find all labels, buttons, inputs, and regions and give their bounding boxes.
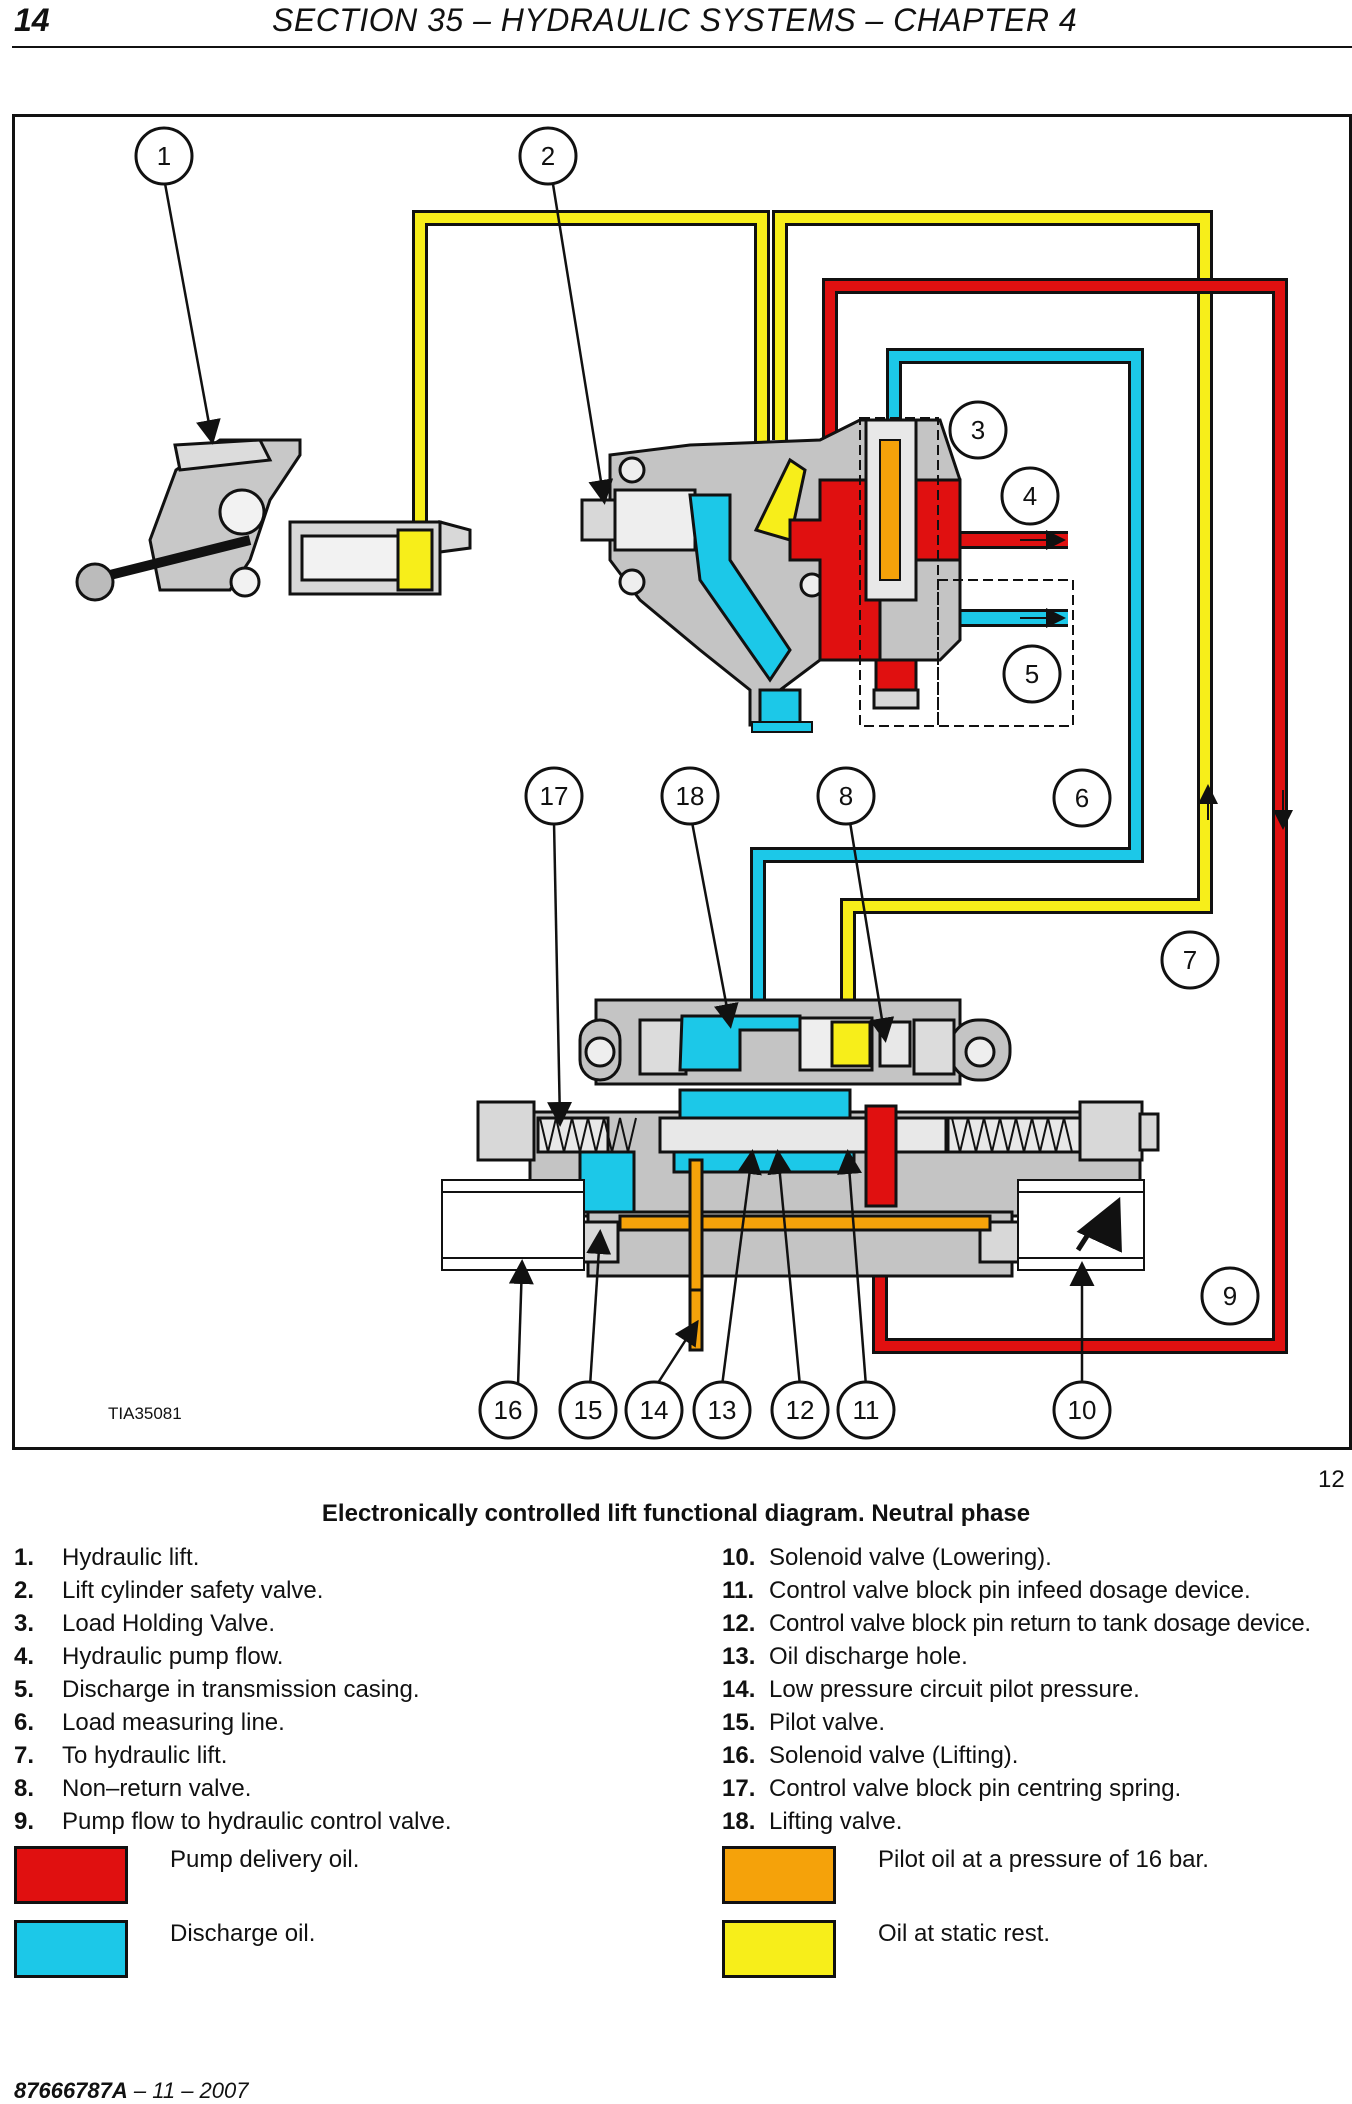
- swatch-static-oil: [722, 1920, 836, 1978]
- callout-label: 4: [1023, 481, 1037, 511]
- lightning-symbol: [1075, 1196, 1122, 1253]
- legend-right: 10.Solenoid valve (Lowering). 11.Control…: [722, 1544, 1311, 1835]
- figure-caption: Electronically controlled lift functiona…: [321, 1500, 1031, 1527]
- callout-13: [692, 1380, 752, 1440]
- callout-3: [948, 400, 1008, 460]
- figure-number: 12: [1318, 1466, 1345, 1493]
- control-valve-block: [476, 998, 1160, 1352]
- callout-label: 17: [540, 781, 569, 811]
- figure-frame: [12, 114, 1352, 1450]
- swatch-pump-delivery: [14, 1846, 128, 1904]
- section-title: SECTION 35 – HYDRAULIC SYSTEMS – CHAPTER…: [272, 2, 1078, 38]
- swatch-label: Oil at static rest.: [878, 1920, 1051, 1947]
- callout-label: 6: [1075, 783, 1089, 813]
- hydraulic-diagram: 1 2 3 4 5 6 7 8 9 10 11 12 13 14 15 16 1…: [75, 126, 1293, 1440]
- callout-7: [1160, 930, 1220, 990]
- document-date: – 11 – 2007: [127, 2078, 249, 2103]
- callout-12: [770, 1380, 830, 1440]
- callout-label: 10: [1068, 1395, 1097, 1425]
- swatch-label: Pump delivery oil.: [170, 1846, 360, 1873]
- callout-15: [558, 1380, 618, 1440]
- callout-5: [1002, 644, 1062, 704]
- swatch-discharge: [14, 1920, 128, 1978]
- document-code: 87666787A: [14, 2078, 128, 2103]
- callout-label: 1: [157, 141, 171, 171]
- callout-label: 18: [676, 781, 705, 811]
- header-rule: [12, 46, 1352, 48]
- swatch-label: Discharge oil.: [170, 1920, 316, 1947]
- figure-reference-code: TIA35081: [108, 1404, 182, 1423]
- callout-label: 3: [971, 415, 985, 445]
- swatch-label: Pilot oil at a pressure of 16 bar.: [878, 1846, 1209, 1873]
- callout-label: 2: [541, 141, 555, 171]
- hydraulic-lift: [75, 438, 472, 602]
- callout-8: [816, 766, 876, 826]
- callout-label: 12: [786, 1395, 815, 1425]
- callout-label: 9: [1223, 1281, 1237, 1311]
- callout-4: [1000, 466, 1060, 526]
- callout-label: 16: [494, 1395, 523, 1425]
- callout-10: [1052, 1380, 1112, 1440]
- callout-14: [624, 1380, 684, 1440]
- callouts: [134, 126, 1260, 1440]
- callout-label: 15: [574, 1395, 603, 1425]
- legend-left: 1.Hydraulic lift. 2.Lift cylinder safety…: [14, 1544, 452, 1835]
- callout-label: 7: [1183, 945, 1197, 975]
- callout-18: [660, 766, 720, 826]
- solenoid-boxes: [441, 1179, 1145, 1271]
- callout-label: 5: [1025, 659, 1039, 689]
- callout-label: 14: [640, 1395, 669, 1425]
- page-number: 14: [14, 2, 50, 38]
- callout-label: 11: [853, 1395, 880, 1425]
- callout-6: [1052, 768, 1112, 828]
- callout-16: [478, 1380, 538, 1440]
- callout-17: [524, 766, 584, 826]
- swatch-pilot-oil: [722, 1846, 836, 1904]
- load-holding-valve-body: [580, 418, 962, 727]
- callout-1: [134, 126, 194, 186]
- callout-label: 13: [708, 1395, 737, 1425]
- callout-9: [1200, 1266, 1260, 1326]
- document-footer: 87666787A – 11 – 2007: [14, 2078, 248, 2104]
- callout-2: [518, 126, 578, 186]
- callout-label: 8: [839, 781, 853, 811]
- callout-11: [836, 1380, 896, 1440]
